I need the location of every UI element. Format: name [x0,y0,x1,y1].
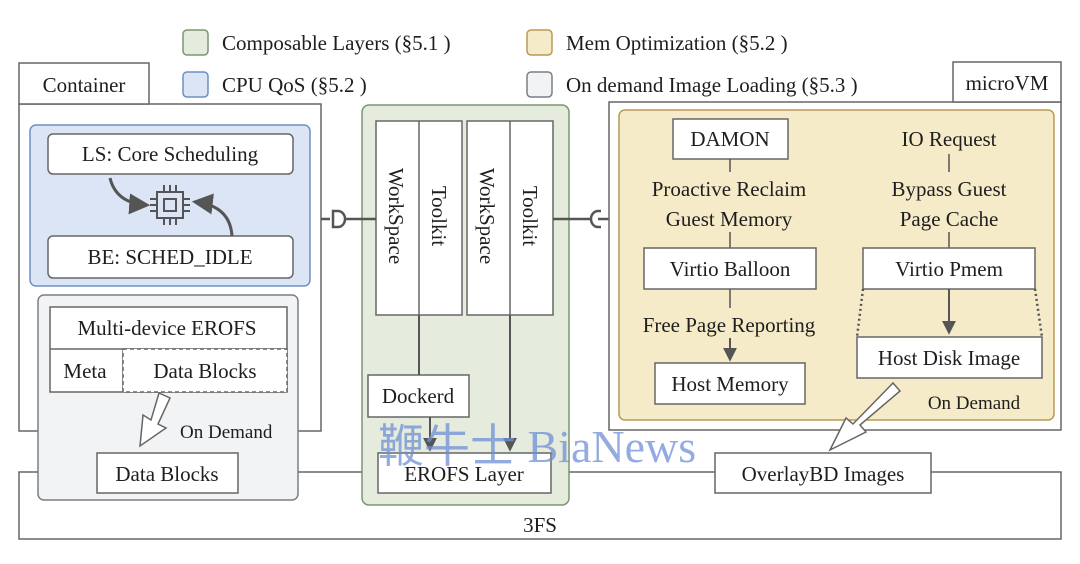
legend-swatch-cpu [182,71,209,98]
virtio-balloon-box [643,247,817,290]
left-connector-icon [321,209,376,229]
on-demand-right-label: On Demand [928,393,1021,414]
host-disk-image-box [856,336,1043,379]
host-memory-label: Host Memory [671,372,789,396]
toolkit-1-label: Toolkit [427,186,451,247]
be-sched-idle-box [47,235,294,279]
container-title-box [18,62,150,105]
dockerd-box [367,374,470,418]
virtio-pmem-label: Virtio Pmem [895,257,1003,281]
pmem-dotted-right [1033,288,1044,338]
ls-core-scheduling-box [47,133,294,175]
ls-core-scheduling-label: LS: Core Scheduling [82,142,259,166]
virtio-balloon-label: Virtio Balloon [670,257,791,281]
io-request-label: IO Request [901,127,996,151]
legend-mem-opt: Mem Optimization (§5.2 ) [566,31,788,55]
legend-swatch-ondemand [526,71,553,98]
erofs-layer-label: EROFS Layer [404,462,524,486]
damon-label: DAMON [690,127,769,151]
host-disk-image-label: Host Disk Image [878,346,1020,370]
legend-composable: Composable Layers (§5.1 ) [222,31,451,55]
proactive-reclaim-label: Proactive Reclaim [652,177,807,201]
overlaybd-images-box [714,452,932,494]
be-sched-idle-label: BE: SCHED_IDLE [87,245,252,269]
on-demand-hollow-arrow [139,391,171,448]
data-blocks-bottom-box [96,452,239,494]
container-title: Container [43,73,126,97]
on-demand-hollow-arrow-right [828,381,902,452]
right-connector-icon [553,209,609,229]
toolkit-2-label: Toolkit [518,186,542,247]
watermark: 鞭牛士 BiaNews [378,421,696,472]
workspace-1-label: WorkSpace [384,168,408,264]
meta-label: Meta [63,359,107,383]
guest-memory-label: Guest Memory [666,207,793,231]
dockerd-label: Dockerd [382,384,455,408]
3fs-label: 3FS [523,513,557,537]
legend-swatch-mem [526,29,553,56]
ls-to-cpu-arrow [108,177,151,215]
be-to-cpu-arrow [191,193,234,237]
virtio-pmem-box [862,247,1036,290]
overlaybd-images-label: OverlayBD Images [742,462,905,486]
data-blocks-label: Data Blocks [153,359,256,383]
erofs-layer-box [377,452,552,494]
legend-on-demand: On demand Image Loading (§5.3 ) [566,73,858,97]
cpu-chip-icon [150,185,190,225]
page-cache-label: Page Cache [900,207,999,231]
bypass-guest-label: Bypass Guest [892,177,1007,201]
data-blocks-dashed-box [122,348,288,393]
host-memory-box [654,362,806,405]
microvm-title-box [952,61,1062,103]
workspace-2-label: WorkSpace [475,168,499,264]
data-blocks-bottom-label: Data Blocks [115,462,218,486]
on-demand-left-label: On Demand [180,422,273,443]
legend-cpu-qos: CPU QoS (§5.2 ) [222,73,367,97]
free-page-reporting-label: Free Page Reporting [643,313,816,337]
pmem-dotted-left [855,288,865,338]
microvm-title: microVM [966,71,1049,95]
multi-device-erofs-label: Multi-device EROFS [77,316,256,340]
legend-swatch-composable [182,29,209,56]
